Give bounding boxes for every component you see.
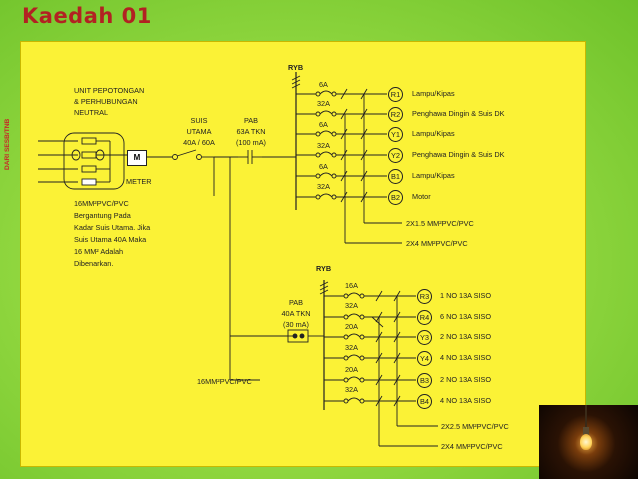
top-rating-1: 6A [319, 80, 328, 89]
rccb-bottom-label-2: 40A TKN [281, 309, 311, 318]
bottom-rating-1: 16A [345, 281, 358, 290]
bottom-cable-label-2: 2X4 MM²PVC/PVC [441, 442, 503, 451]
bottom-load-2: 6 NO 13A SISO [440, 312, 492, 321]
circuit-marker-r2: R2 [388, 107, 403, 122]
bottom-cable-label-1: 2X2.5 MM²PVC/PVC [441, 422, 509, 431]
top-rating-4: 32A [317, 141, 330, 150]
diagram-board [20, 41, 586, 467]
rccb-top-label-3: (100 mA) [235, 138, 266, 147]
incoming-supply-lines [38, 140, 78, 183]
bottom-rating-4: 32A [345, 343, 358, 352]
bottom-rating-6: 32A [345, 385, 358, 394]
rccb-bottom-symbol [287, 329, 324, 343]
side-label: DARI SESB/TNB [4, 118, 11, 170]
top-rating-6: 32A [317, 182, 330, 191]
incoming-terminal-symbols [71, 149, 105, 161]
main-switch-label-1: SUIS [190, 116, 208, 125]
bottom-load-4: 4 NO 13A SISO [440, 353, 492, 362]
rccb-bottom-label-1: PAB [288, 298, 304, 307]
circuit-marker-r1: R1 [388, 87, 403, 102]
top-busbar-label: RYB [288, 63, 304, 72]
bottom-rating-3: 20A [345, 322, 358, 331]
bottom-busbar-ticks [319, 281, 329, 295]
circuit-marker-y3: Y3 [417, 330, 432, 345]
note-line-4: Suis Utama 40A Maka [74, 235, 147, 244]
bulb-cap [583, 427, 589, 435]
bottom-rating-2: 32A [345, 301, 358, 310]
bottom-load-3: 2 NO 13A SISO [440, 332, 492, 341]
note-line-2: Bergantung Pada [74, 211, 131, 220]
bottom-cable-slashes [375, 290, 401, 407]
page-title: Kaedah 01 [22, 4, 152, 28]
rccb-top-label-2: 63A TKN [236, 127, 266, 136]
circuit-marker-r3: R3 [417, 289, 432, 304]
rccb-bottom-label-3: (30 mA) [283, 320, 309, 329]
bottom-circuit-breakers [324, 292, 416, 404]
circuit-marker-y4: Y4 [417, 351, 432, 366]
note-line-3: Kadar Suis Utama. Jika [74, 223, 151, 232]
main-switch-label-2: UTAMA [186, 127, 212, 136]
circuit-marker-y1: Y1 [388, 127, 403, 142]
meter-symbol: M [127, 150, 147, 166]
main-switch-symbol [172, 149, 214, 160]
bottom-load-5: 2 NO 13A SISO [440, 375, 492, 384]
cutout-to-meter-lines [96, 140, 127, 183]
top-cable-label-2: 2X4 MM²PVC/PVC [406, 239, 468, 248]
note-line-5: 16 MM² Adalah [74, 247, 124, 256]
unit-label-line3: NEUTRAL [74, 108, 109, 117]
top-circuit-breakers [296, 90, 387, 200]
top-rating-5: 6A [319, 162, 328, 171]
top-cable-leaders [344, 94, 402, 244]
bottom-rating-5: 20A [345, 365, 358, 374]
rccb-top-symbol [238, 150, 262, 164]
note-line-1: 16MM²PVC/PVC [74, 199, 129, 208]
circuit-marker-y2: Y2 [388, 148, 403, 163]
top-cable-label-1: 2X1.5 MM²PVC/PVC [406, 219, 474, 228]
top-load-6: Motor [412, 192, 431, 201]
meter-label: METER [126, 177, 152, 186]
top-rating-2: 32A [317, 99, 330, 108]
light-bulb-image [539, 405, 638, 479]
top-load-4: Penghawa Dingin & Suis DK [412, 150, 505, 159]
top-load-2: Penghawa Dingin & Suis DK [412, 109, 505, 118]
bulb-cord [585, 405, 587, 427]
rccb-top-label-1: PAB [243, 116, 259, 125]
top-busbar-ticks [291, 75, 301, 89]
unit-label-line2: & PERHUBUNGAN [74, 97, 138, 106]
cutout-fuses [81, 137, 97, 186]
circuit-marker-r4: R4 [417, 310, 432, 325]
bottom-cable-leaders [371, 296, 438, 447]
unit-label-line1: UNIT PEPOTONGAN [74, 86, 145, 95]
top-load-5: Lampu/Kipas [412, 171, 455, 180]
bottom-load-1: 1 NO 13A SISO [440, 291, 492, 300]
main-switch-label-3: 40A / 60A [183, 138, 215, 147]
circuit-marker-b2: B2 [388, 190, 403, 205]
light-bulb-icon [580, 434, 592, 450]
circuit-marker-b4: B4 [417, 394, 432, 409]
top-load-3: Lampu/Kipas [412, 129, 455, 138]
bottom-load-6: 4 NO 13A SISO [440, 396, 492, 405]
bottom-busbar-label: RYB [316, 264, 332, 273]
feed-cable-label: 16MM²PVC/PVC [197, 377, 252, 386]
top-load-1: Lampu/Kipas [412, 89, 455, 98]
circuit-marker-b1: B1 [388, 169, 403, 184]
note-line-6: Dibenarkan. [74, 259, 114, 268]
top-rating-3: 6A [319, 120, 328, 129]
cutout-unit-outline [63, 132, 125, 190]
circuit-marker-b3: B3 [417, 373, 432, 388]
